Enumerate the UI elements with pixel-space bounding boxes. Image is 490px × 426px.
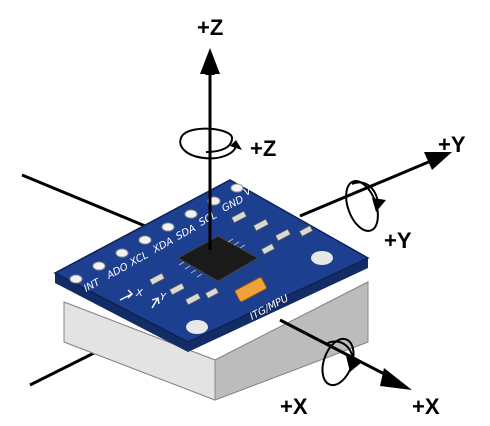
- mounting-hole: [186, 320, 208, 334]
- y-rotation-label: +Y: [384, 228, 412, 253]
- z-arrow-head: [200, 48, 220, 74]
- mounting-block: [63, 281, 369, 401]
- pin-header-row: [69, 183, 244, 284]
- z-rotation-icon: [179, 127, 242, 160]
- imu-chip: [176, 235, 260, 282]
- silkscreen-x: X: [135, 288, 144, 299]
- x-axis-line-back: [21, 173, 151, 230]
- y-rotation-icon: [345, 180, 386, 232]
- silkscreen-axis-marks: [119, 289, 160, 309]
- x-axis-arrow: [279, 318, 397, 382]
- mounting-hole: [311, 251, 333, 265]
- smd-components: [148, 210, 314, 306]
- x-rotation-label: +X: [280, 394, 308, 419]
- x-arrow-head: [380, 368, 412, 390]
- z-axis-label: +Z: [197, 15, 223, 40]
- status-led: [234, 276, 267, 303]
- y-axis-label: +Y: [438, 132, 466, 157]
- silkscreen-y: Y: [160, 292, 167, 303]
- y-axis-arrow: [299, 156, 439, 218]
- y-arrow-head: [424, 152, 452, 170]
- x-rotation-icon: [321, 337, 362, 387]
- z-rotation-label: +Z: [250, 136, 276, 161]
- x-axis-label: +X: [412, 394, 440, 419]
